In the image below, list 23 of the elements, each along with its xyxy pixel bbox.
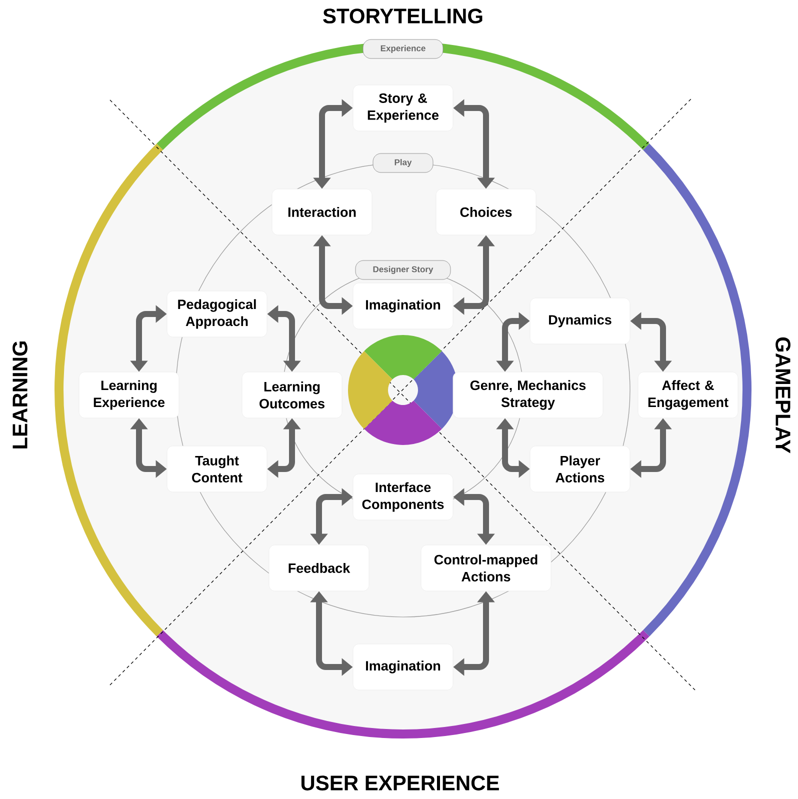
- concept-box: Learning Outcomes: [242, 372, 342, 418]
- concept-box: Choices: [436, 188, 536, 236]
- section-title: USER EXPERIENCE: [301, 776, 499, 790]
- concept-box: Imagination: [352, 282, 454, 330]
- concept-box: Story & Experience: [352, 84, 454, 132]
- label-pill: Designer Story: [355, 260, 451, 280]
- label-pill: Play: [372, 153, 434, 173]
- concept-box: Pedagogical Approach: [166, 290, 268, 338]
- section-title: STORYTELLING: [323, 8, 482, 24]
- label-pill: Experience: [362, 39, 444, 59]
- concept-box: Feedback: [268, 544, 370, 592]
- concept-box: Learning Experience: [78, 372, 180, 418]
- section-title: LEARNING: [12, 341, 28, 448]
- concept-box: Control-mapped Actions: [420, 544, 552, 592]
- concept-box: Imagination: [352, 644, 454, 690]
- concept-box: Affect & Engagement: [638, 372, 738, 418]
- concept-box: Dynamics: [530, 298, 630, 344]
- concept-box: Taught Content: [166, 446, 268, 492]
- concept-box: Genre, Mechanics Strategy: [452, 372, 604, 418]
- concept-box: Interaction: [272, 188, 372, 236]
- concept-box: Player Actions: [530, 446, 630, 492]
- concept-box: Interface Components: [352, 474, 454, 520]
- section-title: GAMEPLAY: [776, 337, 790, 454]
